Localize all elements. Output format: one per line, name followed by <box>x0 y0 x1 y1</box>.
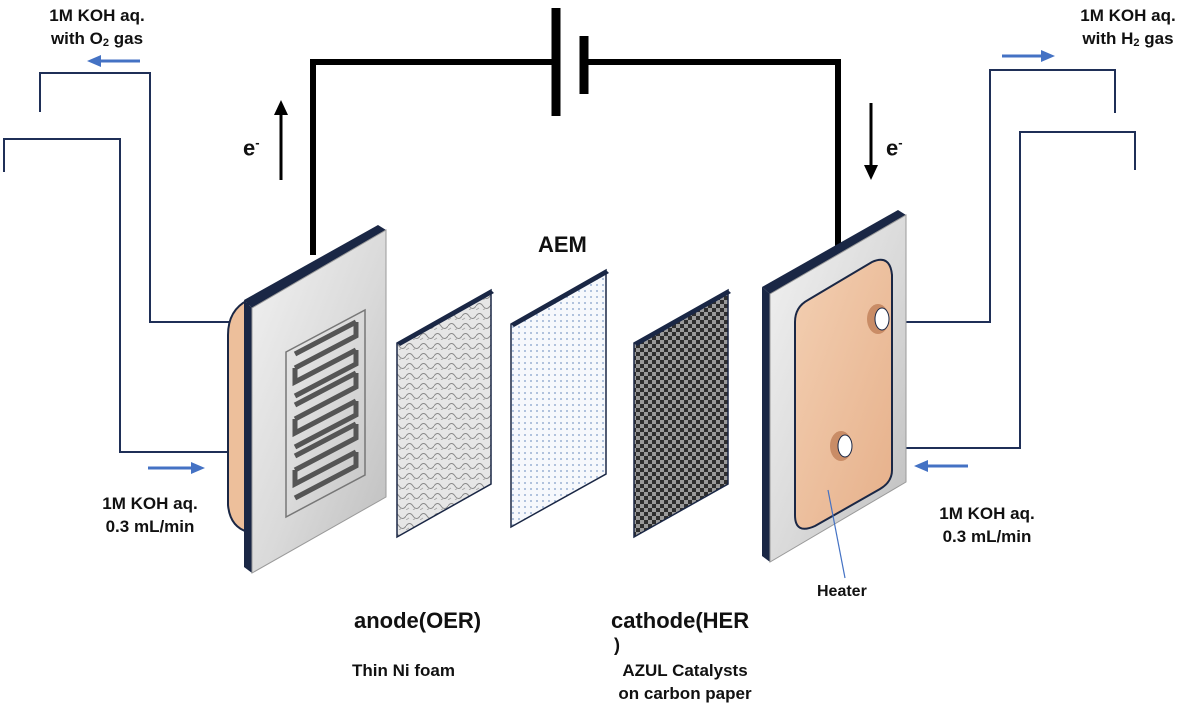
flow-arrow-out-right-icon <box>1002 50 1055 62</box>
outlet-label-o2-line2: with O2 gas <box>50 29 144 49</box>
flow-arrow-in-right-icon <box>914 460 968 472</box>
flow-field-serpentine <box>285 308 366 519</box>
cathode-carbon-paper <box>633 288 731 539</box>
anode-ni-foam <box>396 288 494 539</box>
flow-arrow-out-left-icon <box>87 55 140 67</box>
left-inlet-tube <box>3 138 258 453</box>
heater-leader-line <box>827 489 846 579</box>
circuit-wire-right <box>584 59 841 248</box>
inlet-label-right: 1M KOH aq. 0.3 mL/min <box>922 502 1052 548</box>
cathode-material-line1: AZUL Catalysts <box>622 661 748 680</box>
anode-end-plate <box>227 225 387 574</box>
heater-pad <box>794 258 893 530</box>
outlet-label-o2-line1: 1M KOH aq. <box>49 6 145 25</box>
outlet-label-h2: 1M KOH aq. with H2 gas <box>1063 4 1193 55</box>
outlet-label-h2-line1: 1M KOH aq. <box>1080 6 1176 25</box>
electron-label-left: e- <box>243 135 260 161</box>
right-inlet-tube <box>843 131 1136 449</box>
outlet-label-o2: 1M KOH aq. with O2 gas <box>32 4 162 55</box>
cathode-end-plate <box>762 210 907 563</box>
inlet-label-left: 1M KOH aq. 0.3 mL/min <box>85 492 215 538</box>
cathode-material-line2: on carbon paper <box>618 684 752 703</box>
flow-arrow-in-left-icon <box>148 462 205 474</box>
battery-icon <box>551 8 589 116</box>
outlet-port-icon <box>867 304 890 334</box>
aem-label: AEM <box>538 232 587 257</box>
electron-label-right: e- <box>886 135 903 161</box>
cathode-label: cathode(HER <box>611 608 750 633</box>
circuit-wire-left <box>310 59 553 255</box>
left-outlet-tube <box>39 72 258 323</box>
cathode-label-paren: ) <box>614 635 620 655</box>
electron-up-arrow-icon <box>274 100 288 180</box>
outlet-label-h2-line2: with H2 gas <box>1082 29 1174 49</box>
right-outlet-tube <box>880 69 1116 323</box>
electron-down-arrow-icon <box>864 103 878 180</box>
inlet-label-right-line1: 1M KOH aq. <box>939 504 1035 523</box>
inlet-port-icon <box>830 431 853 461</box>
inlet-label-left-line2: 0.3 mL/min <box>105 517 195 536</box>
aem-membrane <box>510 268 609 529</box>
anode-material-label: Thin Ni foam <box>352 661 455 680</box>
cathode-material-label: AZUL Catalysts on carbon paper <box>590 659 780 705</box>
inlet-label-right-line2: 0.3 mL/min <box>942 527 1032 546</box>
heater-label: Heater <box>817 583 867 600</box>
anode-label: anode(OER) <box>354 608 482 633</box>
inlet-label-left-line1: 1M KOH aq. <box>102 494 198 513</box>
